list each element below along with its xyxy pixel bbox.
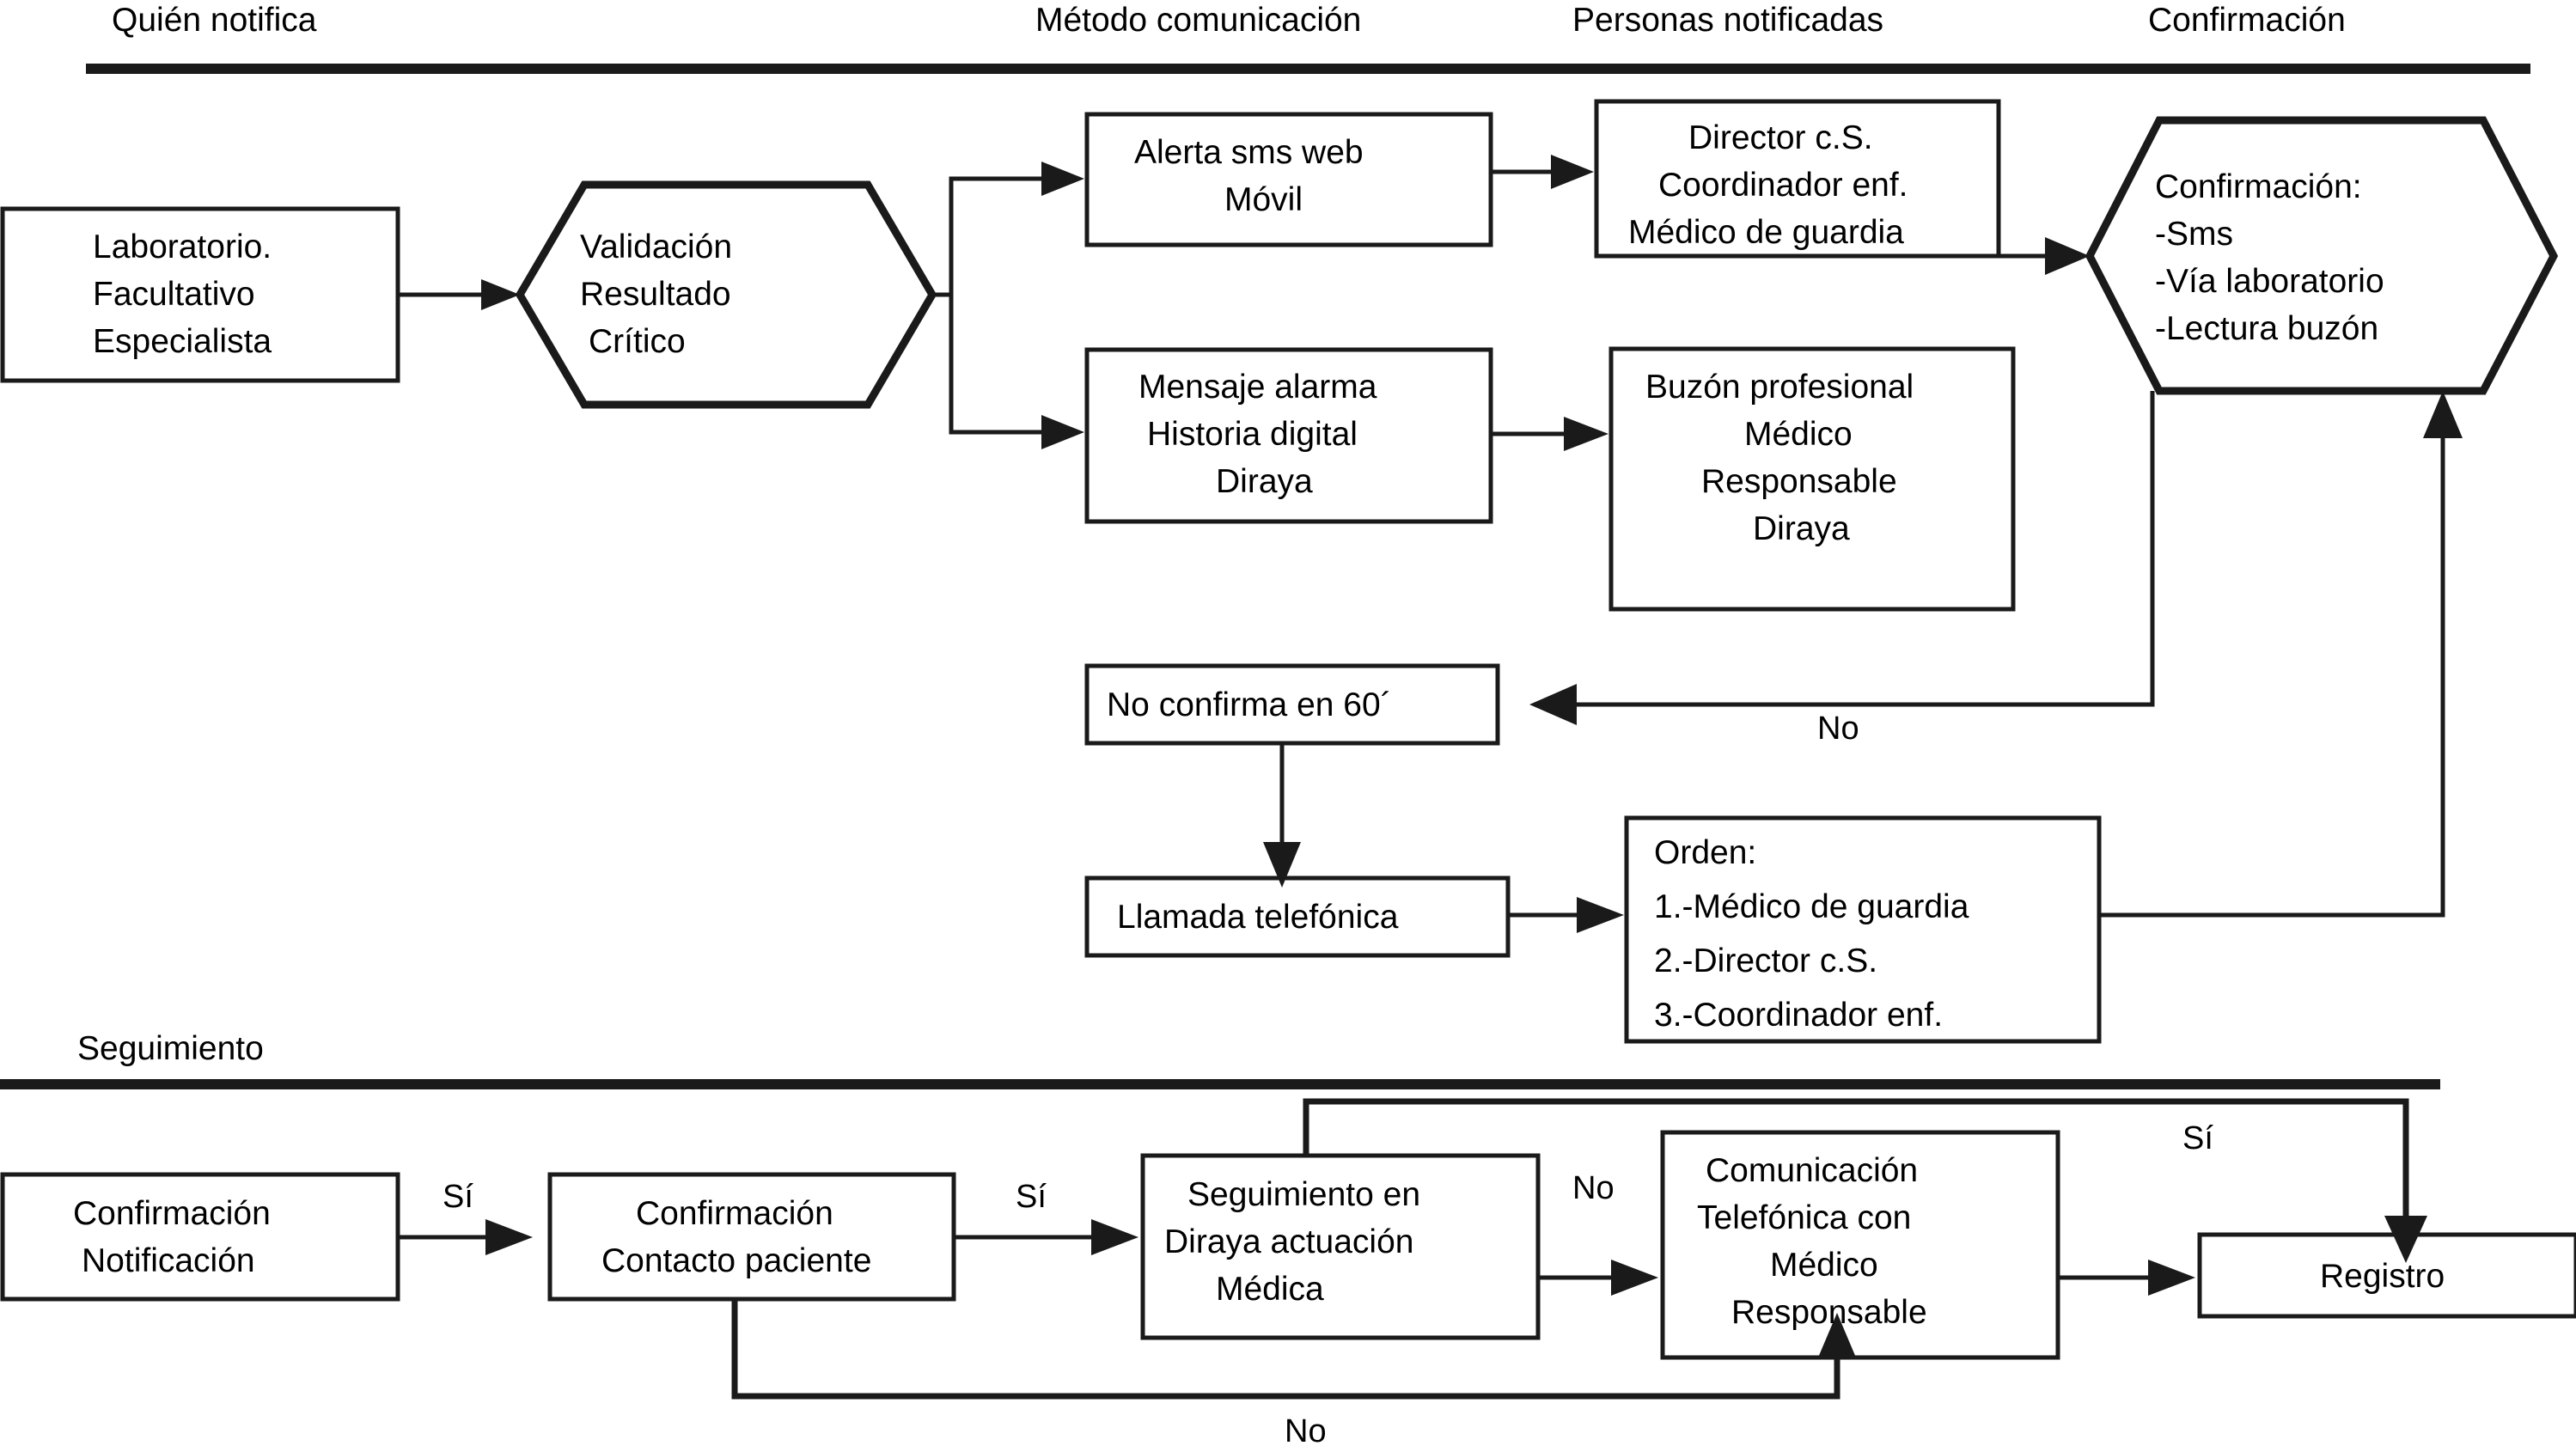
- edge-label-no-contacto-paciente: No: [1285, 1413, 1327, 1449]
- edge-validacion-alerta: [949, 176, 1041, 295]
- node-comunicacion-line-4: Responsable: [1731, 1294, 1927, 1331]
- arrowhead-seguimiento-registro-si: [2384, 1216, 2427, 1263]
- node-seguimiento-diraya-line-3: Médica: [1216, 1271, 1324, 1308]
- node-no-confirma-60-box: [1084, 663, 1500, 746]
- edge-orden-confirmacion: [2099, 438, 2445, 918]
- node-buzon-line-1: Buzón profesional: [1645, 369, 1914, 406]
- node-comunicacion-line-2: Telefónica con: [1697, 1199, 1911, 1236]
- node-seguimiento-diraya-line-1: Seguimiento en: [1187, 1176, 1420, 1213]
- node-confirmacion-line-4: -Lectura buzón: [2155, 310, 2378, 347]
- node-orden-line-1: Orden:: [1654, 834, 1756, 871]
- node-buzon-line-2: Médico: [1744, 416, 1853, 453]
- node-director-cs-line-1: Director c.S.: [1688, 119, 1873, 156]
- node-no-confirma-60-label: No confirma en 60´: [1107, 686, 1392, 723]
- arrowhead-confirmacion-notificacion-contacto: [485, 1219, 533, 1255]
- arrowhead-confirmacion-no-confirma: [1529, 684, 1577, 725]
- node-director-cs-line-3: Médico de guardia: [1628, 214, 1904, 251]
- node-seguimiento-diraya-line-2: Diraya actuación: [1164, 1223, 1413, 1260]
- node-orden-line-4: 3.-Coordinador enf.: [1654, 997, 1943, 1034]
- arrowhead-director-confirmacion: [2045, 237, 2090, 275]
- edge-label-si-registro: Sí: [2182, 1120, 2213, 1156]
- node-laboratorio-line-3: Especialista: [93, 323, 272, 360]
- node-alerta-sms-line-2: Móvil: [1224, 181, 1303, 218]
- node-buzon-line-4: Diraya: [1753, 510, 1850, 547]
- edge-contacto-comunicacion-no: [731, 1299, 1840, 1400]
- node-llamada-telefonica-label: Llamada telefónica: [1117, 899, 1399, 936]
- arrowhead-validacion-mensaje: [1041, 415, 1084, 449]
- node-director-cs-line-2: Coordinador enf.: [1658, 167, 1908, 204]
- node-orden-line-2: 1.-Médico de guardia: [1654, 888, 1969, 925]
- header-confirmacion: Confirmación: [2148, 2, 2346, 39]
- edge-seguimiento-registro-si: [1303, 1098, 2409, 1216]
- node-alerta-sms-box: [1084, 112, 1493, 247]
- edge-label-no-seguimiento: No: [1572, 1170, 1615, 1206]
- node-confirmacion-contacto-line-2: Contacto paciente: [601, 1242, 871, 1279]
- node-confirmacion-line-2: -Sms: [2155, 216, 2233, 253]
- arrowhead-alerta-director: [1551, 155, 1594, 189]
- node-confirmacion-notificacion-box: [0, 1172, 400, 1302]
- arrowhead-llamada-orden: [1577, 897, 1624, 933]
- node-confirmacion-contacto-box: [547, 1172, 956, 1302]
- section-divider-top: [86, 64, 2530, 74]
- node-laboratorio-line-2: Facultativo: [93, 276, 255, 313]
- arrowhead-no-confirma-llamada: [1263, 842, 1301, 888]
- edge-label-si-confirmacion-notificacion: Sí: [443, 1179, 473, 1215]
- arrowhead-mensaje-buzon: [1564, 417, 1608, 451]
- node-confirmacion-line-3: -Vía laboratorio: [2155, 263, 2384, 300]
- node-buzon-line-3: Responsable: [1701, 463, 1897, 500]
- header-personas-notificadas: Personas notificadas: [1572, 2, 1883, 39]
- node-mensaje-alarma-line-1: Mensaje alarma: [1138, 369, 1377, 406]
- arrowhead-laboratorio-validacion: [481, 279, 520, 310]
- node-comunicacion-line-3: Médico: [1770, 1247, 1878, 1284]
- arrowhead-contacto-comunicacion-no: [1818, 1313, 1856, 1357]
- edge-label-no-hexagono: No: [1817, 711, 1859, 747]
- node-registro-label: Registro: [2320, 1258, 2445, 1295]
- arrowhead-seguimiento-comunicacion: [1611, 1260, 1658, 1296]
- node-validacion-line-1: Validación: [580, 229, 732, 265]
- edge-label-si-confirmacion-contacto: Sí: [1016, 1179, 1047, 1215]
- header-quien-notifica: Quién notifica: [112, 2, 317, 39]
- node-comunicacion-telefonica-box: [1660, 1130, 2060, 1360]
- node-confirmacion-hexagon: [2085, 116, 2559, 395]
- edge-confirmacion-no-confirma: [1577, 391, 2155, 707]
- node-mensaje-alarma-line-3: Diraya: [1216, 463, 1313, 500]
- node-orden-line-3: 2.-Director c.S.: [1654, 943, 1877, 979]
- node-mensaje-alarma-line-2: Historia digital: [1147, 416, 1358, 453]
- node-director-cs-box: [1594, 99, 2001, 259]
- node-buzon-profesional-box: [1608, 346, 2016, 612]
- node-alerta-sms-line-1: Alerta sms web: [1134, 134, 1364, 171]
- arrowhead-comunicacion-registro: [2148, 1260, 2195, 1296]
- node-validacion-line-2: Resultado: [580, 276, 731, 313]
- node-validacion-line-3: Crítico: [589, 323, 686, 360]
- arrowhead-contacto-seguimiento: [1091, 1219, 1138, 1255]
- node-laboratorio-line-1: Laboratorio.: [93, 229, 272, 265]
- node-confirmacion-line-1: Confirmación:: [2155, 168, 2362, 205]
- node-seguimiento-diraya-box: [1140, 1153, 1541, 1340]
- node-confirmacion-notificacion-line-2: Notificación: [82, 1242, 255, 1279]
- header-metodo-comunicacion: Método comunicación: [1035, 2, 1361, 39]
- node-orden-box: [1624, 815, 2102, 1044]
- edge-validacion-mensaje: [949, 295, 1041, 435]
- arrowhead-orden-confirmacion: [2423, 391, 2463, 438]
- section-divider-seguimiento: [0, 1079, 2440, 1089]
- node-registro-box: [2197, 1232, 2576, 1319]
- node-confirmacion-contacto-line-1: Confirmación: [636, 1195, 833, 1232]
- header-seguimiento: Seguimiento: [77, 1030, 264, 1067]
- node-comunicacion-line-1: Comunicación: [1706, 1152, 1918, 1189]
- node-confirmacion-notificacion-line-1: Confirmación: [73, 1195, 271, 1232]
- arrowhead-validacion-alerta: [1041, 162, 1084, 196]
